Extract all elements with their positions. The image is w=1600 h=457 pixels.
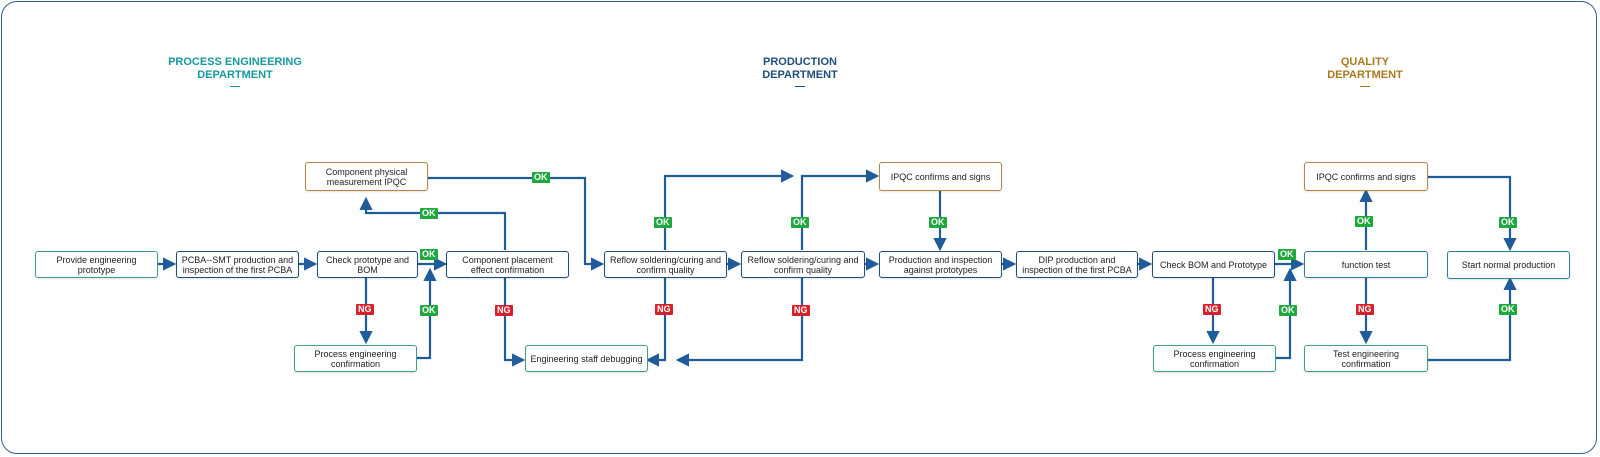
- ok-tag-check: OK: [420, 249, 438, 260]
- process-dept-line1: PROCESS ENGINEERING: [168, 56, 302, 68]
- node-function-test: function test: [1304, 251, 1428, 278]
- arrow-placement-ok-up: [359, 196, 507, 250]
- ng-tag-reflow-1: NG: [655, 304, 673, 315]
- ok-tag-process-2: OK: [1279, 305, 1297, 316]
- node-production-inspection-label: Production and inspection against protot…: [888, 254, 993, 275]
- ok-tag-placement: OK: [420, 208, 438, 219]
- arrow-reflow2-ng-back: [675, 278, 804, 367]
- node-component-measure-label: Component physical measurement IPQC: [325, 166, 408, 187]
- node-engineering-debug: Engineering staff debugging: [525, 345, 648, 372]
- production-dept-line1: PRODUCTION: [763, 56, 837, 68]
- ok-tag-measure: OK: [532, 172, 550, 183]
- node-provide-prototype: Provide engineering prototype: [35, 251, 158, 278]
- ok-tag-ipqc-1: OK: [929, 217, 947, 228]
- quality-dept-line1: QUALITY: [1340, 56, 1390, 68]
- node-process-confirm-1-label: Process engineering confirmation: [314, 348, 397, 369]
- node-placement-confirm: Component placement effect confirmation: [446, 251, 569, 278]
- node-ipqc-signs-1-label: IPQC confirms and signs: [890, 171, 991, 182]
- node-reflow-2: Reflow soldering/curing and confirm qual…: [741, 251, 865, 278]
- ok-tag-check-bom: OK: [1278, 249, 1296, 260]
- node-function-test-label: function test: [1341, 259, 1391, 270]
- node-process-confirm-2: Process engineering confirmation: [1153, 345, 1276, 372]
- node-process-confirm-1: Process engineering confirmation: [294, 345, 417, 372]
- quality-dept-line2: DEPARTMENT: [1327, 69, 1403, 81]
- arrow-reflow1-ng-down: [645, 278, 667, 367]
- arrow-process-ok-up: [417, 267, 437, 360]
- node-provide-prototype-label: Provide engineering prototype: [56, 254, 137, 275]
- ok-tag-process-1: OK: [420, 305, 438, 316]
- node-dip-production-label: DIP production and inspection of the fir…: [1022, 254, 1132, 275]
- node-check-prototype-bom-label: Check prototype and BOM: [325, 254, 410, 275]
- node-ipqc-signs-2-label: IPQC confirms and signs: [1316, 171, 1416, 182]
- node-reflow-2-label: Reflow soldering/curing and confirm qual…: [747, 254, 859, 275]
- ok-tag-reflow-1: OK: [654, 217, 672, 228]
- ng-tag-reflow-2: NG: [792, 305, 810, 316]
- arrow-process2-ok-up: [1276, 267, 1297, 360]
- ng-tag-check-bom: NG: [1203, 304, 1221, 315]
- node-check-bom-prototype: Check BOM and Prototype: [1152, 251, 1275, 278]
- node-start-production-label: Start normal production: [1461, 260, 1556, 270]
- node-dip-production: DIP production and inspection of the fir…: [1016, 251, 1138, 278]
- arrow-ipqc2-ok-down: [1428, 175, 1517, 252]
- node-reflow-1-label: Reflow soldering/curing and confirm qual…: [609, 254, 722, 275]
- ng-tag-check: NG: [356, 304, 374, 315]
- node-component-measure: Component physical measurement IPQC: [305, 162, 428, 191]
- arrow-reflow2-ok-up: [800, 169, 880, 250]
- ok-tag-test: OK: [1499, 304, 1517, 315]
- node-pcba-smt-label: PCBA--SMT production and inspection of t…: [181, 254, 294, 275]
- node-check-bom-prototype-label: Check BOM and Prototype: [1159, 259, 1268, 270]
- production-dept-line2: DEPARTMENT: [762, 69, 838, 81]
- node-process-confirm-2-label: Process engineering confirmation: [1173, 348, 1256, 369]
- ng-tag-placement: NG: [495, 305, 513, 316]
- node-test-confirm: Test engineering confirmation: [1304, 345, 1428, 372]
- ok-tag-reflow-2: OK: [791, 217, 809, 228]
- node-production-inspection: Production and inspection against protot…: [879, 251, 1002, 278]
- production-dept-title: PRODUCTION DEPARTMENT: [715, 56, 885, 87]
- production-dept-dash: [795, 86, 805, 87]
- node-start-production: Start normal production: [1447, 251, 1570, 279]
- node-reflow-1: Reflow soldering/curing and confirm qual…: [604, 251, 727, 278]
- ok-tag-ipqc-2: OK: [1499, 217, 1517, 228]
- arrow-reflow1-ok-up: [663, 169, 795, 250]
- quality-dept-title: QUALITY DEPARTMENT: [1280, 56, 1450, 87]
- quality-dept-dash: [1360, 86, 1370, 87]
- node-ipqc-signs-1: IPQC confirms and signs: [879, 162, 1002, 191]
- ng-tag-function: NG: [1356, 304, 1374, 315]
- process-dept-title: PROCESS ENGINEERING DEPARTMENT: [150, 56, 320, 87]
- arrow-placement-ng-down: [503, 278, 526, 367]
- node-placement-confirm-label: Component placement effect confirmation: [462, 254, 553, 275]
- process-dept-dash: [230, 86, 240, 87]
- process-dept-line2: DEPARTMENT: [197, 69, 273, 81]
- node-test-confirm-label: Test engineering confirmation: [1332, 348, 1400, 369]
- node-ipqc-signs-2: IPQC confirms and signs: [1304, 162, 1428, 191]
- node-check-prototype-bom: Check prototype and BOM: [317, 251, 418, 278]
- arrow-test-ok-up: [1428, 276, 1517, 362]
- arrow-measure-ok-right: [428, 176, 605, 271]
- ok-tag-function: OK: [1355, 216, 1373, 227]
- node-engineering-debug-label: Engineering staff debugging: [530, 353, 643, 364]
- node-pcba-smt: PCBA--SMT production and inspection of t…: [176, 251, 299, 278]
